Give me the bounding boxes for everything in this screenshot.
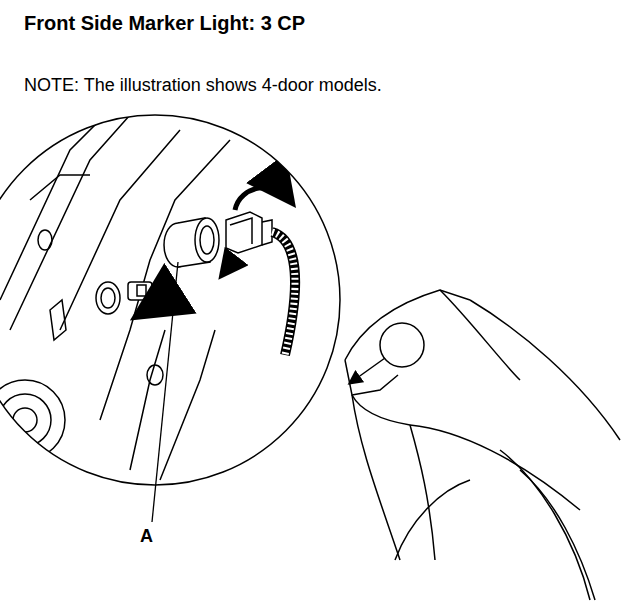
callout-letter: A (140, 526, 153, 547)
note-text: NOTE: The illustration shows 4-door mode… (24, 75, 382, 96)
detail-view (0, 110, 295, 480)
leader-line (152, 262, 178, 522)
car-fender (345, 290, 620, 600)
page-title: Front Side Marker Light: 3 CP (24, 12, 305, 35)
